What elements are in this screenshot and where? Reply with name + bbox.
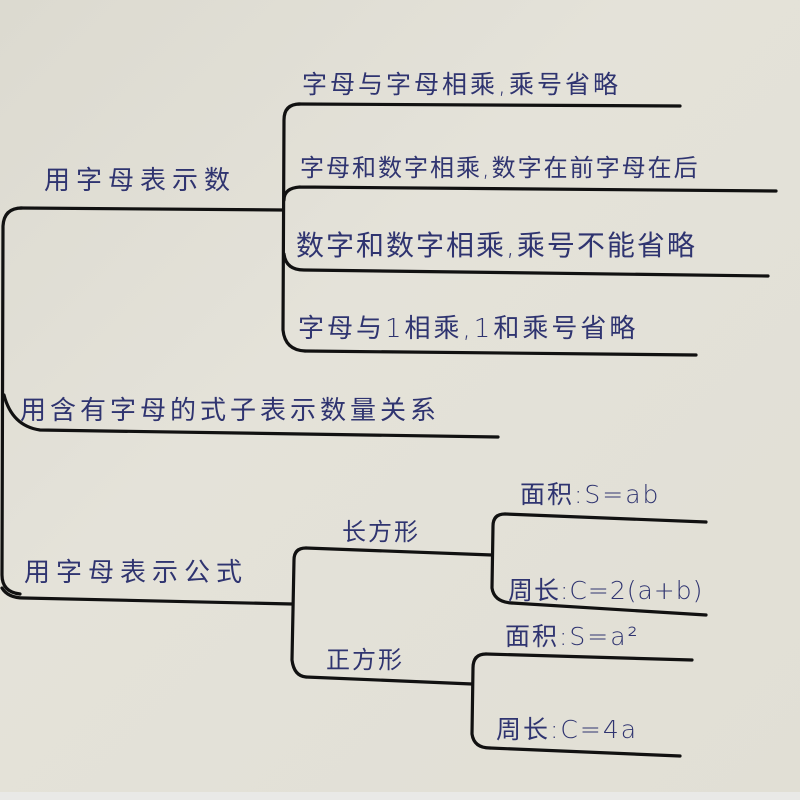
branch1-child3-line xyxy=(282,252,770,278)
branch2-line xyxy=(2,393,500,439)
branch1-subtrunk xyxy=(281,102,307,353)
branch3-subtrunk xyxy=(290,546,308,679)
main-trunk-line xyxy=(0,206,24,596)
rect-area-line xyxy=(503,512,708,524)
node-square: 正方形 xyxy=(326,646,404,674)
rectangle-subtrunk xyxy=(490,512,514,605)
rule-letter-times-number: 字母和数字相乘,数字在前字母在后 xyxy=(300,154,700,182)
branch1-child4-line xyxy=(303,349,698,357)
sq-perimeter-line xyxy=(488,746,682,758)
rectangle-line xyxy=(304,546,494,557)
rule-letter-times-letter: 字母与字母相乘,乘号省略 xyxy=(302,70,621,99)
branch3-line xyxy=(0,586,294,606)
rectangle-area-formula: 面积:S=ab xyxy=(520,480,661,509)
sq-area-line xyxy=(484,652,694,662)
rectangle-perimeter-formula: 周长:C=2(a+b) xyxy=(508,576,704,605)
branch-formulas: 用字母表示公式 xyxy=(24,558,249,588)
branch1-child1-line xyxy=(296,102,682,108)
rule-letter-times-one: 字母与1相乘,1和乘号省略 xyxy=(298,314,639,344)
branch-represent-numbers: 用字母表示数 xyxy=(44,166,237,196)
rect-perimeter-line xyxy=(510,601,708,617)
branch1-child2-line xyxy=(282,185,778,202)
branch-quantity-relations: 用含有字母的式子表示数量关系 xyxy=(20,396,441,426)
branch1-line xyxy=(18,206,285,212)
table-surface xyxy=(0,792,800,800)
square-area-formula: 面积:S=a² xyxy=(505,622,640,651)
square-line xyxy=(304,675,474,686)
rule-number-times-number: 数字和数字相乘,乘号不能省略 xyxy=(296,229,697,262)
node-rectangle: 长方形 xyxy=(342,518,420,546)
square-perimeter-formula: 周长:C=4a xyxy=(496,715,639,744)
square-subtrunk xyxy=(470,652,492,750)
